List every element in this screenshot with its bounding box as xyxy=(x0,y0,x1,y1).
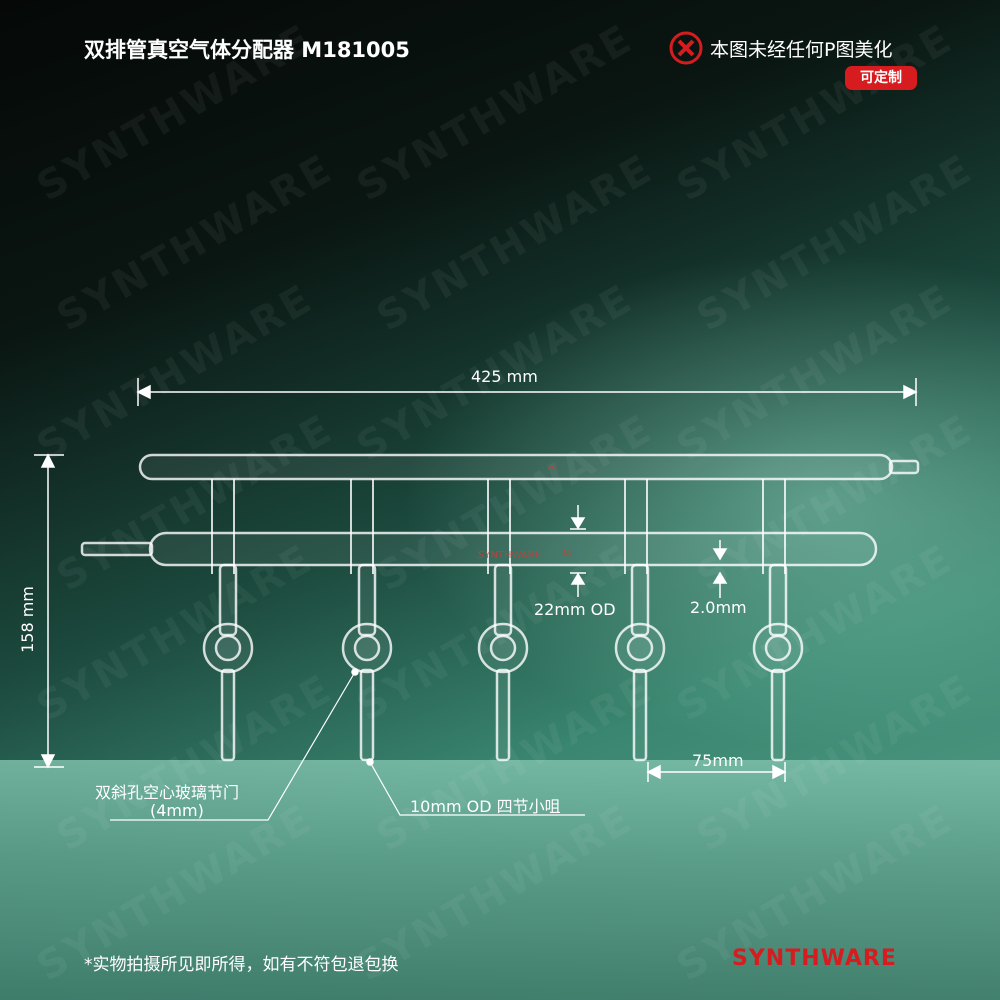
hose-callout: 10mm OD 四节小咀 xyxy=(410,797,561,816)
height-label: 158 mm xyxy=(17,586,37,653)
stopcock xyxy=(477,563,529,762)
length-label: 425 mm xyxy=(471,367,538,386)
stopcock-barrel xyxy=(202,622,254,674)
right-hose xyxy=(888,459,920,475)
stopcocks xyxy=(202,563,804,762)
top-tube xyxy=(138,453,894,481)
no-retouch-notice: 本图未经任何P图美化 xyxy=(668,30,892,66)
stopcock-hose-tip xyxy=(770,668,786,762)
stopcock-callout-dot xyxy=(351,668,359,676)
tube-od-arrowhead-bottom xyxy=(570,572,586,585)
hose-callout-line xyxy=(369,761,585,816)
wall-arrowhead-bottom xyxy=(712,571,728,584)
stopcock-hose-tip xyxy=(495,668,511,762)
stopcock-plug xyxy=(214,634,242,662)
wall-arrowhead-top xyxy=(712,548,728,561)
stopcock-hose-tip xyxy=(359,668,375,762)
notice-text: 本图未经任何P图美化 xyxy=(710,38,893,61)
stems xyxy=(211,479,786,574)
stopcock-hose-tip xyxy=(632,668,648,762)
bottom-tube xyxy=(148,531,878,567)
floor-surface xyxy=(0,760,1000,1000)
cross-circle-icon xyxy=(669,31,703,65)
stopcock-barrel xyxy=(752,622,804,674)
length-arrowheads xyxy=(136,384,918,400)
stopcock xyxy=(341,563,393,762)
stopcock-plug xyxy=(489,634,517,662)
vac-mark: VAC xyxy=(547,465,559,472)
stopcock-barrel xyxy=(477,622,529,674)
wall-thickness-label: 2.0mm xyxy=(690,598,747,617)
stopcock-callout-line xyxy=(110,671,356,821)
stopcock-barrel xyxy=(614,622,666,674)
page-title: 双排管真空气体分配器 M181005 xyxy=(84,38,410,62)
stopcock-callout-line1: 双斜孔空心玻璃节门 xyxy=(95,783,240,802)
custom-badge: 可定制 xyxy=(845,66,917,90)
stopcock xyxy=(752,563,804,762)
stopcock xyxy=(614,563,666,762)
brand-mark: SYNTHWARE xyxy=(478,550,541,561)
left-hose xyxy=(80,541,154,557)
height-arrowheads xyxy=(40,453,56,769)
n2-mark: N₂ xyxy=(563,549,572,558)
background-glow xyxy=(400,250,1000,750)
stopcock-plug xyxy=(353,634,381,662)
footer-disclaimer: *实物拍摄所见即所得，如有不符包退包换 xyxy=(84,955,399,975)
spacing-label: 75mm xyxy=(692,751,744,770)
brand-logo: SYNTHWARE xyxy=(732,946,897,971)
stopcock-hose-tip xyxy=(220,668,236,762)
stopcock-plug xyxy=(764,634,792,662)
hose-callout-dot xyxy=(366,758,374,766)
spacing-arrowheads xyxy=(646,764,787,780)
stopcock-plug xyxy=(626,634,654,662)
stopcock-barrel xyxy=(341,622,393,674)
stopcock xyxy=(202,563,254,762)
stopcock-callout-line2: (4mm) xyxy=(150,801,204,820)
tube-od-arrowhead-top xyxy=(570,517,586,530)
tube-od-label: 22mm OD xyxy=(534,600,616,619)
